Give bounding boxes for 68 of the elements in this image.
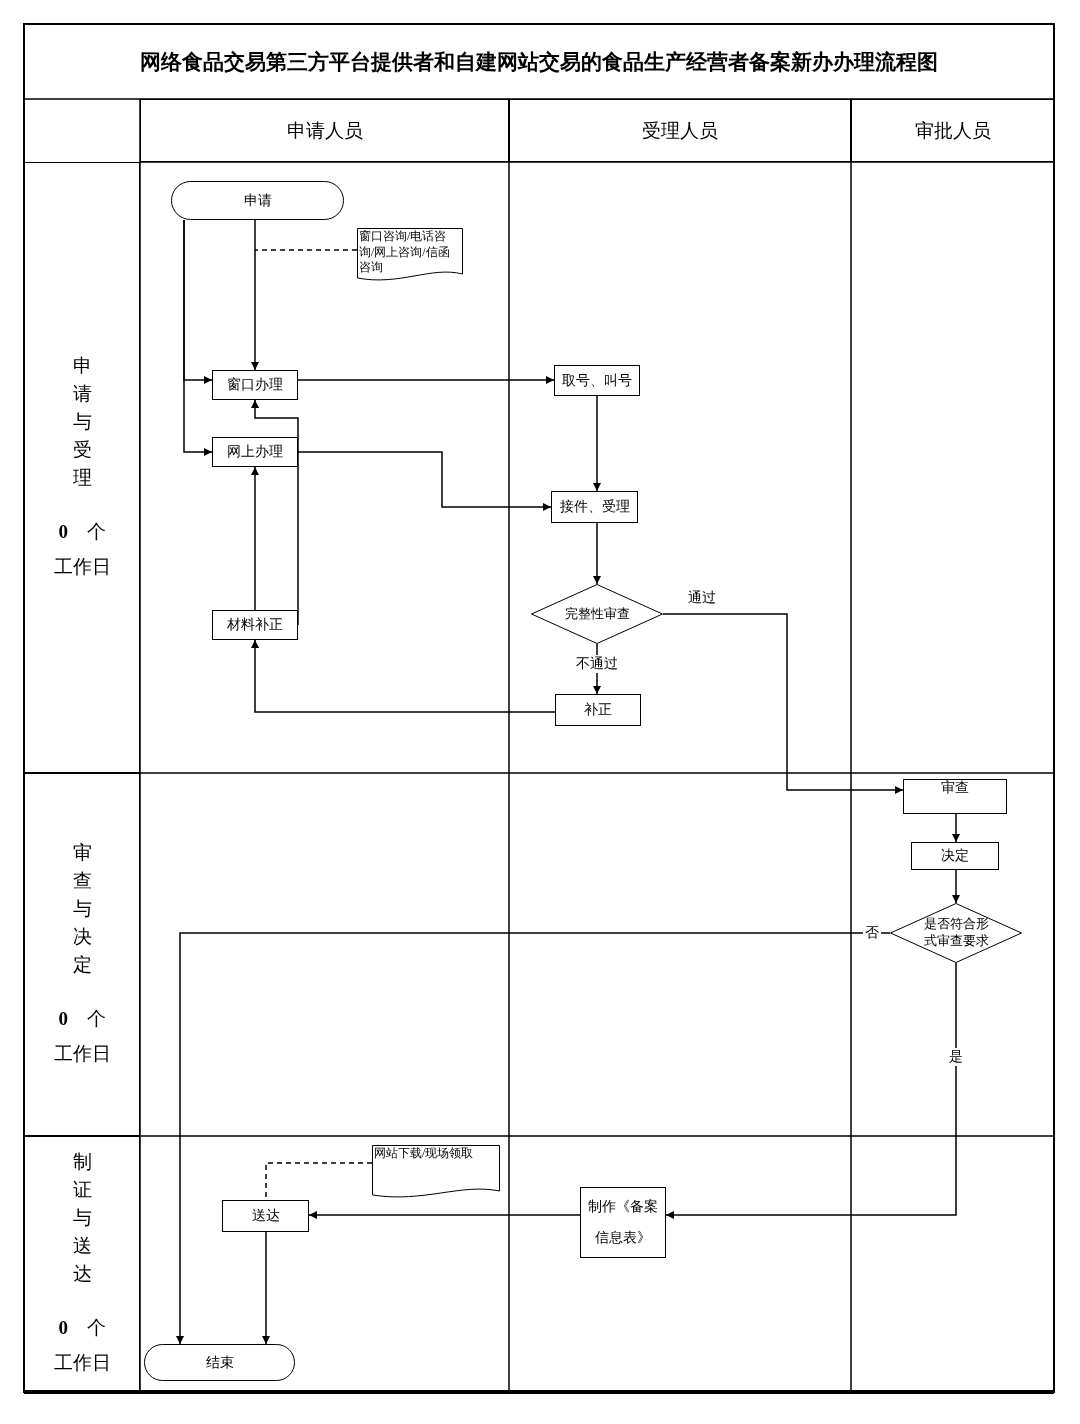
process-box bbox=[222, 1200, 309, 1232]
lane-title: 申请与受理 bbox=[72, 353, 92, 490]
edge-label: 是 bbox=[947, 1048, 965, 1066]
arrow bbox=[952, 813, 960, 843]
process-box bbox=[580, 1187, 666, 1258]
node-text: 取号、叫号 bbox=[562, 371, 632, 390]
node-text: 接件、受理 bbox=[559, 498, 630, 516]
arrow bbox=[251, 466, 259, 611]
duration-text: 0 个工作日 bbox=[52, 1006, 112, 1066]
note-text: 窗口咨询/电话咨询/网上咨询/信函咨询 bbox=[358, 228, 451, 277]
arrow bbox=[183, 219, 213, 456]
node-text: 决定 bbox=[941, 847, 969, 865]
lane-header-cell bbox=[24, 773, 140, 1136]
lane-header-cell bbox=[140, 99, 509, 162]
arrow bbox=[593, 522, 601, 585]
process-box bbox=[212, 610, 298, 640]
arrow bbox=[297, 451, 552, 511]
arrow bbox=[952, 869, 960, 904]
arrow bbox=[662, 613, 904, 794]
lane-header-cell bbox=[851, 99, 1054, 162]
duration-text: 0 个工作日 bbox=[52, 1316, 112, 1375]
lane-title: 审批人员 bbox=[914, 118, 991, 143]
terminal-shape bbox=[144, 1344, 295, 1381]
lane-header-cell bbox=[509, 99, 851, 162]
node-text: 材料补正 bbox=[227, 616, 283, 634]
node-text: 是否符合形式审查要求 bbox=[922, 916, 990, 950]
arrow bbox=[262, 1231, 270, 1345]
node-text: 窗口办理 bbox=[227, 376, 283, 394]
node-text: 完整性审查 bbox=[563, 605, 631, 623]
lane-title: 受理人员 bbox=[642, 118, 718, 143]
node-text: 审查 bbox=[941, 780, 969, 797]
document-shape bbox=[357, 228, 463, 284]
terminal-shape bbox=[171, 181, 344, 220]
process-box bbox=[903, 779, 1007, 814]
arrow bbox=[308, 1211, 581, 1219]
edge-label: 否 bbox=[863, 924, 881, 942]
lane-title: 申请人员 bbox=[286, 118, 363, 143]
arrow bbox=[251, 639, 556, 713]
diagram-title: 网络食品交易第三方平台提供者和自建网站交易的食品生产经营者备案新办办理流程图 bbox=[140, 48, 938, 76]
node-text: 补正 bbox=[584, 701, 612, 719]
arrow bbox=[297, 376, 555, 384]
lane-header-cell bbox=[24, 1136, 140, 1392]
process-box bbox=[554, 365, 640, 396]
node-text: 送达 bbox=[251, 1207, 280, 1225]
process-box bbox=[555, 694, 641, 726]
node-text: 结束 bbox=[205, 1353, 234, 1372]
process-box bbox=[212, 370, 298, 400]
decision-diamond bbox=[890, 903, 1022, 963]
arrow bbox=[251, 219, 259, 371]
process-box bbox=[212, 437, 298, 467]
node-text: 制作《备案信息表》 bbox=[587, 1197, 659, 1247]
process-box bbox=[911, 842, 999, 870]
arrow bbox=[665, 962, 957, 1219]
node-text: 网上办理 bbox=[227, 443, 283, 461]
arrow bbox=[593, 395, 601, 492]
edge-label: 不通过 bbox=[574, 655, 620, 673]
lane-title: 制证与送达 bbox=[72, 1150, 92, 1286]
lane-header-cell bbox=[24, 162, 140, 773]
duration-text: 0 个工作日 bbox=[52, 519, 112, 579]
decision-diamond bbox=[531, 584, 663, 644]
lane-title: 审查与决定 bbox=[72, 840, 92, 977]
dashed-connector bbox=[254, 249, 358, 251]
process-box bbox=[551, 491, 638, 523]
node-text: 申请 bbox=[243, 191, 272, 210]
note-text: 网站下载/现场领取 bbox=[373, 1145, 475, 1162]
arrow bbox=[176, 932, 891, 1345]
edge-label: 通过 bbox=[686, 589, 718, 607]
document-shape bbox=[372, 1145, 500, 1201]
